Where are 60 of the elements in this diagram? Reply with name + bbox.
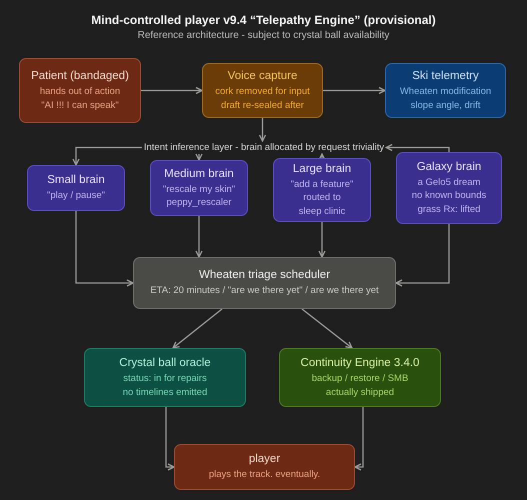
- arrow: [172, 308, 222, 349]
- arrow: [302, 308, 353, 349]
- arrow: [165, 407, 175, 471]
- box-title: Wheaten triage scheduler: [198, 268, 330, 284]
- box-title: player: [248, 452, 280, 468]
- process-box: [279, 348, 441, 407]
- box-text: slope angle, drift: [410, 98, 480, 112]
- arrow: [354, 407, 364, 471]
- box-text: status: in for repairs: [123, 372, 207, 386]
- box-text: no known bounds: [412, 189, 486, 203]
- box-text: "add a feature": [290, 178, 354, 192]
- arrow: [318, 153, 326, 161]
- box-text: grass Rx: lifted: [418, 202, 480, 216]
- arrow: [195, 153, 203, 161]
- process-box: [19, 58, 141, 123]
- process-box: [202, 63, 323, 118]
- arrow: [318, 222, 326, 258]
- arrow: [195, 216, 203, 258]
- process-box: [84, 348, 246, 407]
- arrow: [395, 224, 450, 287]
- box-text: "AI !!! I can speak": [41, 98, 119, 112]
- arrow: [258, 118, 266, 142]
- box-title: Patient (bandaged): [31, 69, 129, 84]
- box-text: peppy_rescaler: [166, 196, 232, 210]
- box-title: Galaxy brain: [416, 160, 482, 175]
- box-text: actually shipped: [326, 386, 394, 399]
- diagram-title: Mind-controlled player v9.4 “Telepathy Engine” (provisional): [91, 12, 436, 28]
- box-title: Continuity Engine 3.4.0: [300, 356, 420, 371]
- box-text: no timelines emitted: [122, 386, 208, 399]
- process-box: [174, 444, 355, 490]
- box-text: Wheaten modification: [400, 85, 492, 98]
- box-title: Medium brain: [164, 166, 234, 182]
- box-text: "play / pause": [47, 189, 105, 203]
- box-text: a Gelo5 dream: [418, 176, 480, 190]
- process-box: [273, 158, 371, 222]
- box-text: routed to sleep clinic: [298, 191, 346, 218]
- process-box: [150, 160, 248, 216]
- arrow: [75, 211, 134, 287]
- box-text: ETA: 20 minutes / "are we there yet" / are we there yet: [150, 284, 379, 298]
- arrow: [72, 146, 142, 166]
- arrow: [141, 86, 203, 94]
- box-text: cork removed for input: [215, 85, 310, 98]
- arrow: [385, 144, 450, 152]
- box-text: hands out of action: [40, 85, 120, 98]
- box-title: Voice capture: [228, 69, 298, 84]
- subtitle: Reference architecture - subject to crystal ball availability: [138, 29, 390, 42]
- box-title: Ski telemetry: [412, 69, 479, 84]
- box-title: Crystal ball oracle: [119, 356, 211, 371]
- box-title: Large brain: [292, 162, 352, 177]
- arrow: [323, 86, 386, 94]
- box-text: draft re-sealed after: [221, 98, 304, 112]
- box-title: Small brain: [47, 173, 105, 188]
- box-text: plays the track. eventually.: [208, 468, 320, 482]
- process-box: [385, 63, 506, 118]
- process-box: [27, 165, 125, 211]
- process-box: [396, 152, 502, 224]
- box-text: backup / restore / SMB: [312, 372, 408, 386]
- box-text: "rescale my skin": [162, 182, 236, 196]
- process-box: [133, 257, 396, 309]
- layer-label: Intent inference layer - brain allocated by request triviality: [144, 141, 384, 154]
